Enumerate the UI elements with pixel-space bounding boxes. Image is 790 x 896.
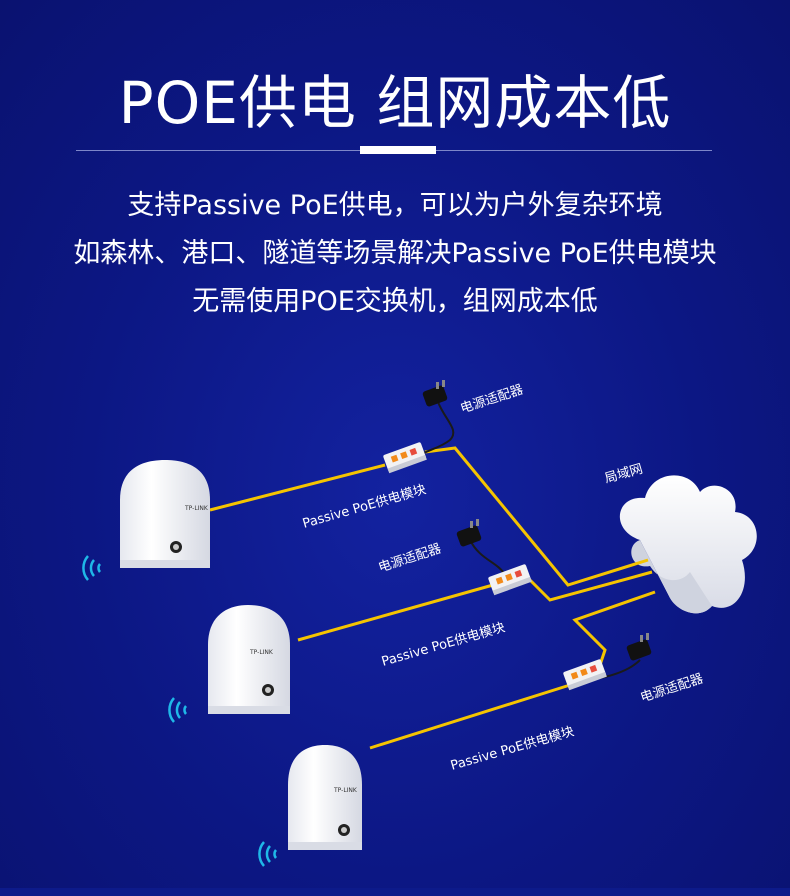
poe-injector-icon: [488, 564, 532, 596]
bottom-strip: [0, 888, 790, 896]
ethernet-cables: [209, 446, 656, 750]
camera-brand: TP-LINK: [184, 505, 209, 512]
module-label-1: Passive PoE供电模块: [301, 482, 428, 532]
network-label: 局域网: [603, 462, 645, 487]
poe-injector-icon: [383, 442, 427, 474]
dome-camera-icon: TP-LINK: [288, 745, 362, 850]
wifi-signal-icon: [82, 555, 102, 581]
poe-injector-icon: [563, 659, 607, 691]
description-line-1: 支持Passive PoE供电，可以为户外复杂环境: [127, 190, 663, 221]
dome-camera-icon: TP-LINK: [208, 605, 290, 714]
power-adapter-icon: [422, 380, 448, 407]
camera-brand: TP-LINK: [249, 649, 274, 656]
description-line-2: 如森林、港口、隧道等场景解决Passive PoE供电模块: [73, 238, 717, 269]
camera-brand: TP-LINK: [333, 787, 358, 794]
dome-camera-icon: TP-LINK: [120, 460, 210, 568]
adapter-label-2: 电源适配器: [377, 541, 443, 575]
module-label-3: Passive PoE供电模块: [449, 724, 576, 774]
cloud-icon: [619, 475, 757, 614]
description-line-3: 无需使用POE交换机，组网成本低: [192, 286, 598, 317]
module-label-2: Passive PoE供电模块: [380, 620, 507, 670]
power-adapter-icon: [456, 519, 482, 547]
wifi-signal-icon: [168, 697, 188, 723]
page-title: POE供电 组网成本低: [118, 69, 672, 137]
power-adapter-icon: [626, 633, 652, 661]
title-divider-accent: [360, 146, 436, 154]
adapter-label-1: 电源适配器: [459, 382, 525, 416]
wifi-signal-icon: [258, 841, 278, 867]
adapter-label-3: 电源适配器: [639, 671, 705, 705]
